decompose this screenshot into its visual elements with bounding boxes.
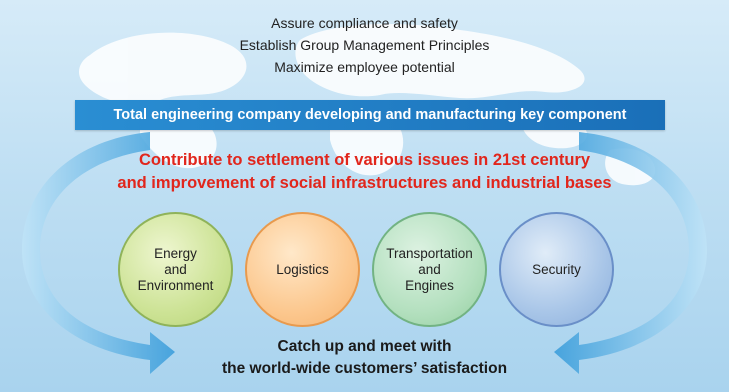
principle-management: Establish Group Management Principles	[239, 37, 490, 53]
domain-energy-label: Energy and Environment	[137, 245, 214, 293]
right-cycle-arrow	[554, 132, 707, 374]
mission-line-2: and improvement of social infrastructure…	[117, 174, 612, 192]
customers-line-1: Catch up and meet with	[277, 338, 452, 355]
domain-security-circle: Security	[499, 212, 614, 327]
domain-logistics-label: Logistics	[276, 261, 329, 277]
domain-energy-circle: Energy and Environment	[118, 212, 233, 327]
domain-logistics-circle: Logistics	[245, 212, 360, 327]
mission-line-1: Contribute to settlement of various issu…	[138, 151, 591, 169]
customers-line-2: the world-wide customers’ satisfaction	[221, 360, 508, 377]
left-cycle-arrow	[22, 132, 175, 374]
company-banner: Total engineering company developing and…	[75, 100, 665, 130]
domain-transport-circle: Transportation and Engines	[372, 212, 487, 327]
domain-security-label: Security	[532, 261, 581, 277]
principle-employee: Maximize employee potential	[274, 59, 455, 75]
principle-compliance: Assure compliance and safety	[271, 15, 458, 31]
domain-transport-label: Transportation and Engines	[386, 245, 473, 293]
